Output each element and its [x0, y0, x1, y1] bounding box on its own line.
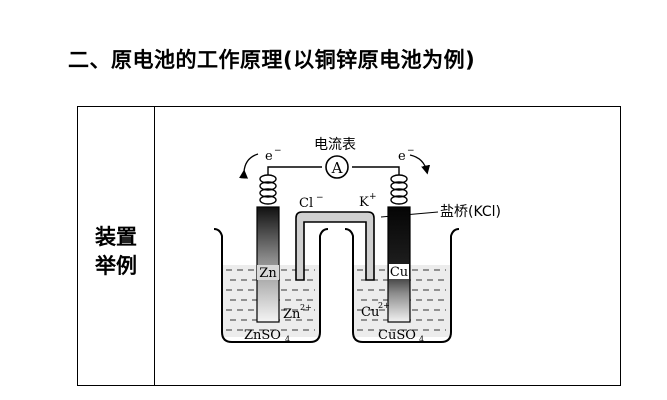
zinc-electrode: [256, 206, 280, 323]
copper-ion-charge: 2+: [378, 301, 390, 310]
copper-electrode-label: Cu: [390, 265, 408, 280]
ammeter-symbol: A: [331, 159, 343, 177]
left-solution-subscript: 4: [285, 335, 290, 344]
row-label-line-2: 举例: [95, 254, 137, 278]
copper-label-bg: [389, 264, 409, 279]
salt-bridge-tube: [295, 211, 375, 281]
right-solution-subscript: 4: [419, 335, 424, 344]
salt-bridge-label: 盐桥(KCl): [440, 204, 501, 220]
right-spring: [390, 174, 408, 205]
right-electron-arrow: [409, 154, 431, 175]
row-label-cell: 装置 举例: [78, 107, 155, 385]
ammeter-title: 电流表: [314, 137, 356, 153]
right-beaker: [344, 228, 460, 343]
left-electron-label: e: [265, 149, 273, 164]
left-solution-label: ZnSO: [244, 328, 281, 343]
right-solution-label: CuSO: [378, 328, 416, 343]
device-table: 装置 举例: [77, 106, 621, 386]
section-heading: 二、原电池的工作原理(以铜锌原电池为例): [68, 48, 476, 72]
row-label: 装置 举例: [92, 223, 140, 281]
right-electron-charge: −: [407, 146, 415, 156]
zinc-electrode-label: Zn: [259, 266, 277, 281]
anion-label: Cl: [299, 196, 313, 211]
ammeter-icon: [325, 155, 349, 179]
row-label-line-1: 装置: [95, 225, 137, 249]
right-electron-label: e: [398, 149, 406, 164]
cation-charge: +: [369, 192, 377, 202]
anion-charge: −: [316, 193, 324, 203]
left-electron-arrow: [238, 153, 259, 179]
left-spring: [259, 174, 277, 205]
zinc-ion-label: Zn: [283, 307, 301, 322]
left-electron-charge: −: [274, 146, 282, 156]
copper-ion-label: Cu: [361, 305, 379, 320]
left-beaker: [213, 228, 329, 343]
zinc-ion-charge: 2+: [300, 303, 312, 312]
zinc-label-bg: [257, 265, 279, 280]
cation-label: K: [359, 195, 369, 210]
external-wire: [267, 166, 400, 175]
